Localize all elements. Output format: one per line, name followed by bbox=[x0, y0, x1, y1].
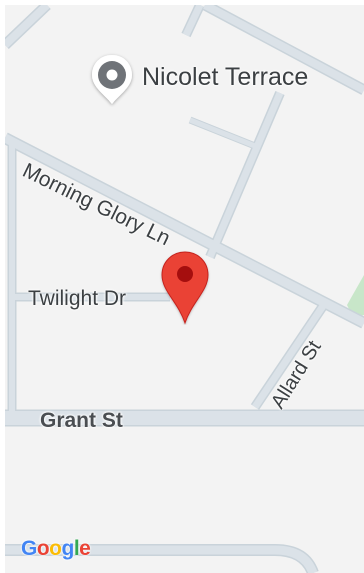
google-logo: Google bbox=[21, 537, 91, 561]
map-view[interactable]: Nicolet Terrace Morning Glory Ln Twiligh… bbox=[5, 5, 364, 573]
place-marker-icon[interactable] bbox=[87, 51, 137, 107]
logo-letter: o bbox=[49, 537, 62, 560]
map-pin-icon[interactable] bbox=[158, 249, 212, 325]
logo-letter: g bbox=[61, 537, 75, 560]
street-label-grant-st: Grant St bbox=[40, 409, 123, 432]
park-area bbox=[347, 275, 364, 317]
road-network bbox=[5, 5, 364, 573]
logo-letter: G bbox=[21, 537, 37, 560]
logo-letter: l bbox=[73, 537, 80, 560]
logo-letter: e bbox=[79, 537, 91, 560]
street-label-twilight-dr: Twilight Dr bbox=[28, 287, 127, 310]
logo-letter: o bbox=[36, 537, 50, 560]
poi-label[interactable]: Nicolet Terrace bbox=[142, 63, 309, 91]
